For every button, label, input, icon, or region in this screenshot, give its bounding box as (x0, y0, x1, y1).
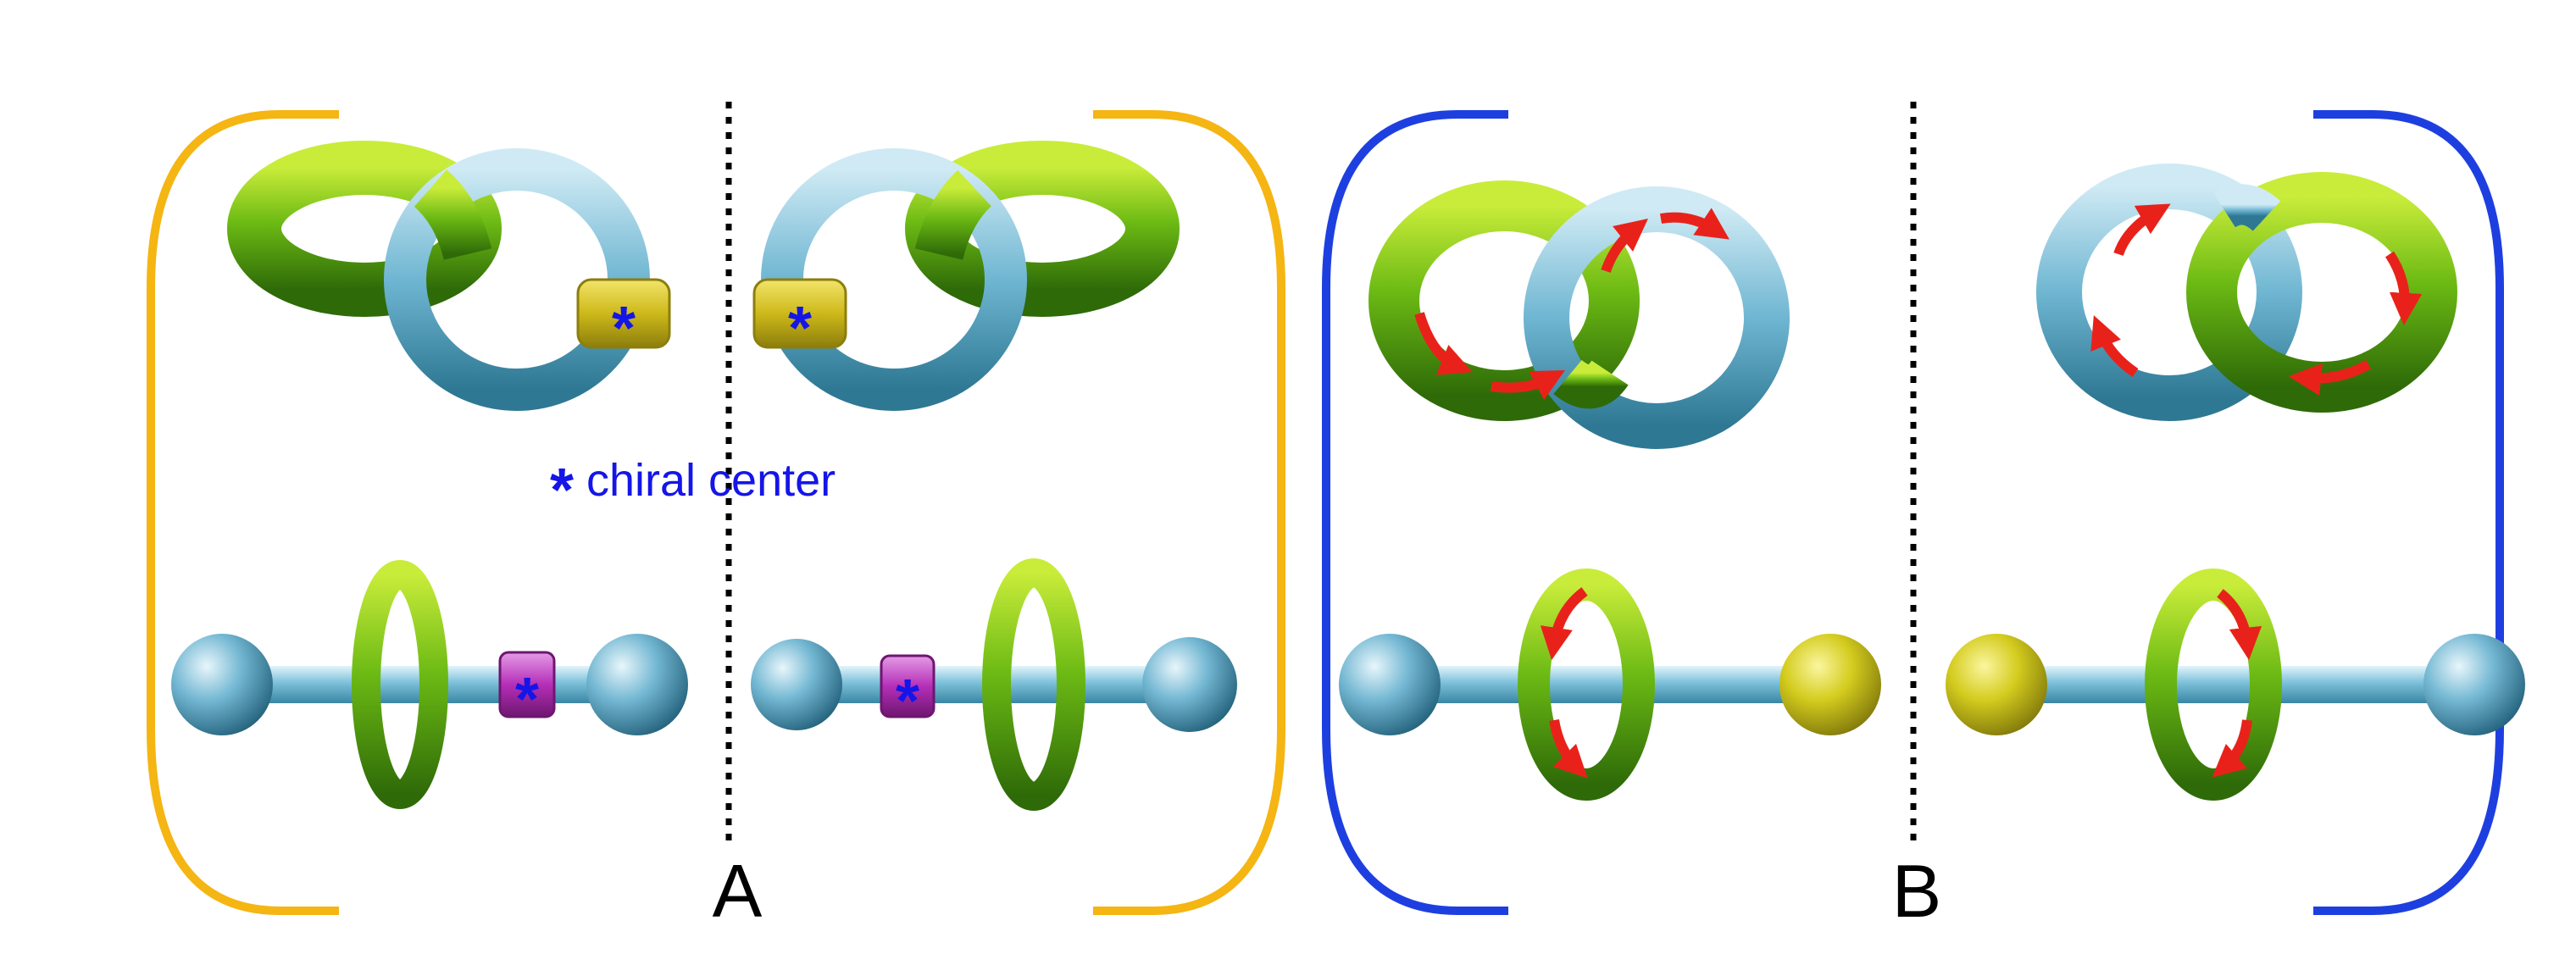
green-ring (2186, 172, 2457, 413)
green-macrocycle (352, 560, 448, 809)
green-macrocycle (1518, 568, 1655, 801)
yellow-stopper (1779, 634, 1881, 735)
yellow-stopper (1946, 634, 2047, 735)
blue-stopper (1339, 634, 1441, 735)
panel-b-letter: B (1892, 849, 1942, 933)
catenane-right: * (752, 141, 1180, 411)
panel-b-left-bracket (1322, 110, 1508, 915)
direction-arrow (1659, 208, 1729, 240)
blue-stopper (2423, 634, 2525, 735)
direction-arrow (2288, 359, 2371, 397)
blue-ring (2036, 164, 2302, 421)
rotaxane-left-oriented (1339, 568, 1881, 801)
blue-stopper (1142, 637, 1237, 732)
chiral-band-yellow (576, 278, 671, 349)
chiral-star: * (788, 295, 812, 363)
chiral-band-magenta (880, 654, 935, 718)
direction-arrow (1491, 369, 1565, 400)
rotaxane-right-oriented (1946, 568, 2525, 801)
blue-ring (1524, 186, 1790, 449)
direction-arrow (1601, 219, 1648, 274)
catenane-left: * (227, 141, 671, 411)
catenane-left-oriented (1368, 180, 1790, 449)
chiral-star: * (515, 666, 539, 734)
direction-arrow (1549, 718, 1588, 779)
legend-star: * (550, 457, 574, 524)
panel-b: B (1322, 102, 2525, 933)
direction-arrow (2217, 589, 2262, 661)
direction-arrow (1540, 587, 1588, 660)
blue-stopper (586, 634, 688, 735)
panel-a-right-bracket (1093, 110, 1285, 915)
blue-stopper (171, 634, 273, 735)
axle (2000, 666, 2474, 703)
chiral-band-yellow (752, 278, 847, 349)
direction-arrow (2090, 315, 2139, 377)
green-macrocycle (982, 558, 1085, 811)
chiral-star: * (612, 295, 636, 363)
chiral-band-magenta (498, 651, 556, 718)
axle (1390, 666, 1830, 703)
panel-a: * * * chiral center * (147, 102, 1285, 933)
panel-b-right-bracket (2313, 110, 2504, 915)
panel-a-letter: A (713, 849, 763, 933)
chiral-center-legend: * chiral center (550, 455, 836, 524)
green-ring (1368, 180, 1640, 421)
legend-label: chiral center (586, 455, 836, 506)
direction-arrow (1414, 312, 1473, 375)
rotaxane-left: * (171, 560, 688, 809)
catenane-right-oriented (2036, 164, 2457, 421)
green-macrocycle (2145, 568, 2282, 801)
direction-arrow (2113, 203, 2171, 257)
panel-a-left-bracket (147, 110, 339, 915)
chiral-star: * (896, 668, 919, 735)
direction-arrow (2212, 719, 2252, 778)
direction-arrow (2384, 251, 2423, 326)
rotaxane-right: * (751, 558, 1237, 811)
blue-stopper (751, 639, 842, 730)
